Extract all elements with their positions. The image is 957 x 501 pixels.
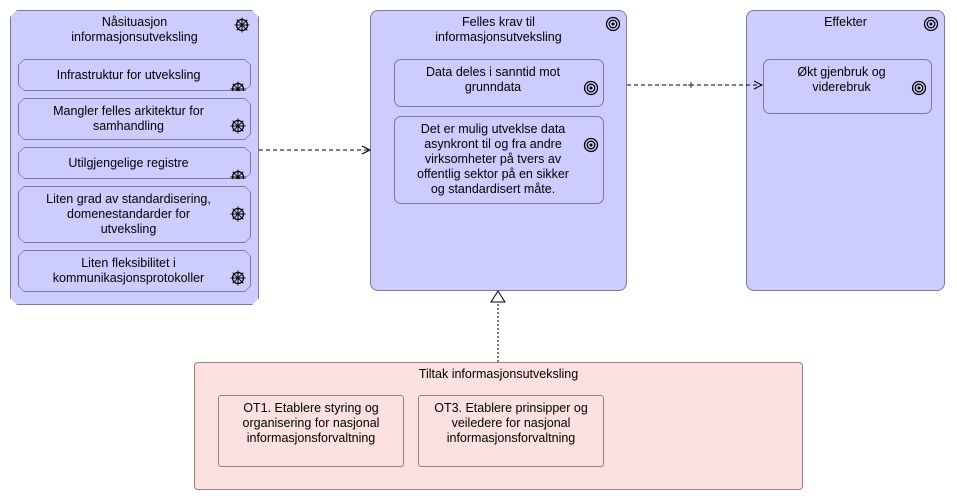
goal-icon — [583, 65, 599, 96]
goal-item[interactable]: Data deles i sanntid mot grunndata — [394, 59, 604, 107]
group-current-state[interactable]: Nåsituasjon informasjonsutveksling Infra… — [10, 10, 259, 305]
driver-item[interactable]: Utilgjengelige registre — [18, 147, 251, 179]
driver-icon — [230, 103, 246, 119]
connector-influence-label: + — [687, 78, 694, 92]
work-package-item[interactable]: OT3. Etablere prinsipper og veiledere fo… — [418, 395, 604, 467]
goal-icon — [911, 65, 927, 96]
driver-item[interactable]: Liten fleksibilitet i kommunikasjonsprot… — [18, 250, 251, 292]
driver-item-label: Infrastruktur for utveksling — [56, 67, 201, 82]
group-requirements-title: Felles krav til informasjonsutveksling — [435, 15, 562, 44]
connector-requirements-to-effects[interactable] — [627, 80, 764, 90]
group-current-state-title: Nåsituasjon informasjonsutveksling — [71, 15, 198, 44]
goal-icon — [605, 16, 621, 32]
driver-item-label: Liten grad av standardisering, domenesta… — [46, 192, 211, 236]
driver-item[interactable]: Liten grad av standardisering, domenesta… — [18, 186, 251, 243]
group-effects[interactable]: Effekter Økt gjenbruk og viderebruk — [746, 10, 945, 291]
group-effects-title: Effekter — [824, 15, 867, 29]
goal-icon — [583, 122, 599, 153]
driver-icon — [234, 17, 250, 33]
goal-item-label: Data deles i sanntid mot grunndata — [425, 65, 561, 94]
driver-icon — [230, 255, 246, 271]
work-package-label: OT3. Etablere prinsipper og veiledere fo… — [434, 401, 588, 445]
group-requirements[interactable]: Felles krav til informasjonsutveksling D… — [370, 10, 627, 291]
goal-item-label: Det er mulig utveklse data asynkront til… — [417, 122, 569, 196]
goal-item[interactable]: Økt gjenbruk og viderebruk — [763, 59, 932, 114]
goal-icon — [923, 16, 939, 32]
work-package-label: OT1. Etablere styring og organisering fo… — [242, 401, 380, 445]
goal-item[interactable]: Det er mulig utveklse data asynkront til… — [394, 116, 604, 204]
group-measures[interactable]: Tiltak informasjonsutveksling OT1. Etabl… — [194, 362, 803, 490]
driver-item-label: Liten fleksibilitet i kommunikasjonsprot… — [52, 256, 205, 285]
connector-current-to-requirements[interactable] — [259, 145, 372, 155]
goal-item-label: Økt gjenbruk og viderebruk — [797, 65, 886, 94]
driver-item-label: Utilgjengelige registre — [68, 155, 189, 170]
driver-item[interactable]: Infrastruktur for utveksling — [18, 59, 251, 91]
driver-item[interactable]: Mangler felles arkitektur for samhandlin… — [18, 98, 251, 140]
work-package-item[interactable]: OT1. Etablere styring og organisering fo… — [218, 395, 404, 467]
driver-icon — [230, 191, 246, 207]
group-measures-title: Tiltak informasjonsutveksling — [418, 367, 579, 381]
driver-item-label: Mangler felles arkitektur for samhandlin… — [53, 104, 204, 133]
connector-measures-to-requirements[interactable] — [490, 290, 506, 362]
